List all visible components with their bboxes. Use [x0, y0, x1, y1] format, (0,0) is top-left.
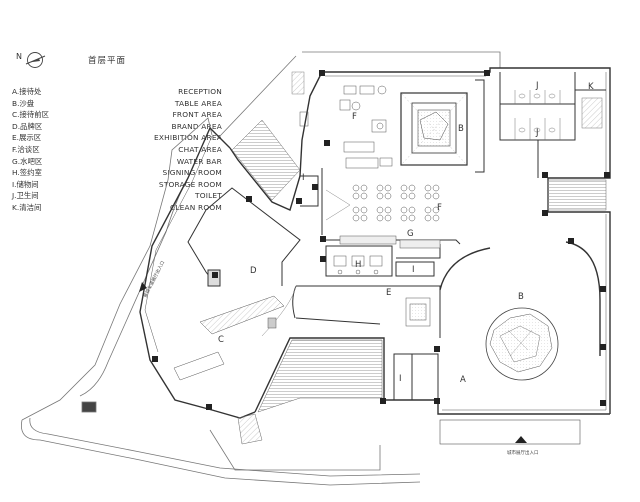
legend-cn: C.接待前区 — [12, 110, 50, 120]
legend-item: A.接待处 RECEPTION — [12, 86, 222, 98]
legend-en: TOILET — [194, 191, 222, 201]
legend-item: E.展示区 EXHIBITION AREA — [12, 132, 222, 144]
toilet-stalls — [514, 90, 603, 140]
exhibition-fixtures — [173, 235, 441, 381]
sand-table-round — [485, 307, 559, 381]
zone-label-i-mid: I — [412, 265, 415, 275]
legend-en: BRAND AREA — [171, 121, 222, 131]
signing-room-tables — [333, 255, 383, 275]
legend-item: J.卫生间 TOILET — [12, 190, 222, 202]
city-entrance-label: 城市展厅出入口 — [507, 449, 539, 456]
legend-cn: E.展示区 — [12, 133, 42, 143]
legend-en: EXHIBITION AREA — [153, 133, 222, 143]
legend-item: B.沙盘 TABLE AREA — [12, 98, 222, 110]
legend-list: A.接待处 RECEPTION B.沙盘 TABLE AREA C.接待前区 FRON… — [12, 86, 222, 214]
zone-label-i-bottom: I — [399, 374, 402, 384]
zone-label-e: E — [386, 288, 391, 298]
legend-cn: A.接待处 — [12, 87, 42, 96]
legend-item: I.储物间 STORAGE ROOM — [12, 179, 222, 191]
legend-en: RECEPTION — [178, 87, 222, 96]
entrance-arrows — [139, 282, 527, 443]
legend-item: G.水吧区 WATER BAR — [12, 156, 222, 168]
legend-cn: B.沙盘 — [12, 98, 35, 108]
legend-en: CLEAN ROOM — [169, 202, 222, 212]
zone-label-i-left: I — [302, 173, 305, 183]
zone-label-a: A — [460, 375, 466, 385]
site-boundary — [21, 51, 501, 486]
chat-tables — [325, 184, 440, 222]
sand-table-top — [401, 93, 467, 165]
legend-cn: G.水吧区 — [12, 156, 43, 166]
stairs — [231, 71, 607, 445]
legend-item: H.签约室 SIGNING ROOM — [12, 167, 222, 179]
zone-label-f-chat: F — [437, 203, 442, 213]
legend-item: C.接待前区 FRONT AREA — [12, 109, 222, 121]
legend-en: FRONT AREA — [172, 110, 222, 120]
legend-item: K.清洁间 CLEAN ROOM — [12, 202, 222, 214]
zone-label-b-round: B — [518, 292, 524, 302]
north-label: N — [16, 52, 22, 61]
zone-labels: A B B C D E F F G H I I I J J K — [218, 81, 594, 385]
curtain-walls — [144, 72, 607, 411]
legend: N 首层平面 A.接待处 RECEPTION B.沙盘 TABLE AREA C.接… — [12, 50, 222, 214]
legend-item: D.品牌区 BRAND AREA — [12, 121, 222, 133]
zone-label-b-top: B — [458, 124, 464, 134]
zone-label-c: C — [218, 335, 224, 345]
columns — [152, 70, 610, 410]
zone-label-d: D — [250, 266, 257, 276]
lounge-furniture — [299, 85, 393, 169]
zone-label-j-lower: J — [535, 128, 539, 138]
legend-cn: I.储物间 — [12, 179, 39, 189]
zone-label-h: H — [355, 260, 361, 270]
legend-en: TABLE AREA — [174, 98, 222, 108]
zone-label-g: G — [407, 229, 414, 239]
legend-cn: J.卫生间 — [12, 191, 39, 201]
zone-label-f-lounge: F — [352, 112, 357, 122]
zone-label-k: K — [588, 82, 594, 92]
city-entrance-arrow-icon — [515, 436, 527, 443]
parking-entrance-arrow-icon — [139, 282, 147, 292]
legend-en: STORAGE ROOM — [158, 179, 222, 189]
legend-header: N 首层平面 — [12, 50, 222, 72]
plan-title: 首层平面 — [88, 56, 127, 66]
legend-cn: H.签约室 — [12, 168, 42, 178]
legend-en: WATER BAR — [176, 156, 222, 166]
north-arrow-icon — [25, 52, 46, 68]
entrance-step — [439, 419, 581, 445]
legend-cn: D.品牌区 — [12, 121, 43, 131]
legend-en: SIGNING ROOM — [162, 168, 222, 178]
zone-label-j-upper: J — [535, 81, 539, 91]
legend-cn: K.清洁间 — [12, 202, 42, 212]
legend-cn: F.洽谈区 — [12, 144, 40, 154]
